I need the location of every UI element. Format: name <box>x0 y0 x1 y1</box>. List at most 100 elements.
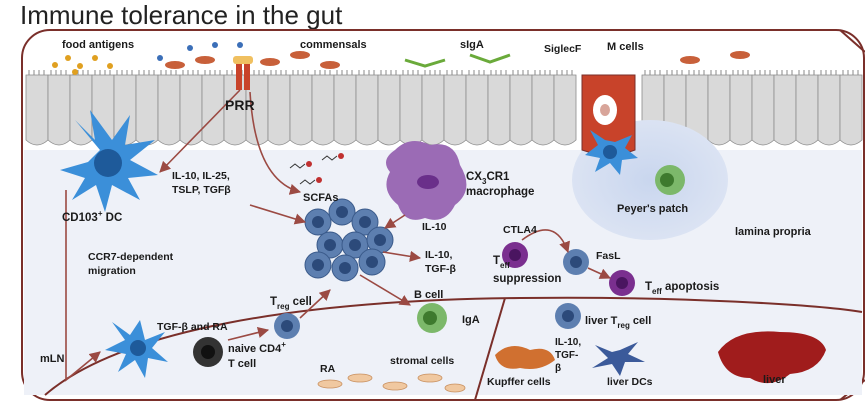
epithelial-cell <box>421 74 445 146</box>
microvilli <box>160 70 177 75</box>
epithelial-cell <box>157 74 181 146</box>
siga-dimers <box>404 53 511 68</box>
epithelial-cell <box>311 74 335 146</box>
label-naive-t-cell: T cell <box>228 358 256 370</box>
liver-dc-cells <box>592 342 645 376</box>
b-cell <box>417 303 447 333</box>
epithelial-cell <box>25 74 49 146</box>
epithelial-cell <box>179 74 203 146</box>
microvilli <box>336 70 353 75</box>
label-cd103-dc-suffix: DC <box>102 212 122 224</box>
label-naive-cd4: naive CD4+ <box>228 340 286 355</box>
microvilli <box>446 70 463 75</box>
microvilli <box>94 70 111 75</box>
treg-nucleus <box>374 234 386 246</box>
microvilli <box>314 70 331 75</box>
microvilli <box>732 70 749 75</box>
label-treg-rest: cell <box>289 296 311 308</box>
label-cytokines-line1: IL-10, IL-25, <box>172 170 230 182</box>
treg-nucleus <box>312 216 324 228</box>
epithelial-cell <box>707 74 731 146</box>
epithelial-cell <box>751 74 775 146</box>
microvilli <box>402 70 419 75</box>
teff-cells <box>502 242 635 296</box>
microvilli <box>842 70 859 75</box>
label-liver-treg-rest: cell <box>630 315 651 327</box>
microvilli <box>116 70 133 75</box>
epithelial-cell <box>443 74 467 146</box>
treg-nucleus <box>324 239 336 251</box>
label-scfas: SCFAs <box>303 192 338 204</box>
microvilli <box>182 70 199 75</box>
commensal-bacteria <box>157 42 750 69</box>
label-mln: mLN <box>40 353 65 365</box>
label-teff-t: T <box>493 255 500 267</box>
label-cytokines-line2: TSLP, TGFβ <box>172 184 231 196</box>
label-treg-t: T <box>270 296 277 308</box>
label-cx3cr1: CX3CR1 <box>466 171 510 186</box>
microvilli <box>534 70 551 75</box>
epithelial-cell <box>377 74 401 146</box>
label-ccr7-line2: migration <box>88 265 136 277</box>
label-food-antigens: food antigens <box>62 39 134 51</box>
epithelial-cell <box>839 74 863 146</box>
epithelial-cell <box>333 74 357 146</box>
treg-nucleus <box>359 216 371 228</box>
label-teff-suppression-1: Teff <box>493 255 510 270</box>
microvilli <box>270 70 287 75</box>
epithelial-cell <box>47 74 71 146</box>
epithelium <box>25 70 863 146</box>
scfa-molecules <box>289 153 344 185</box>
epithelial-cell <box>399 74 423 146</box>
stromal-cells <box>317 373 466 393</box>
mln-treg-cell <box>274 313 300 339</box>
microvilli <box>358 70 375 75</box>
liver-organ <box>718 331 826 384</box>
microvilli <box>688 70 705 75</box>
label-cd103-dc: CD103+ DC <box>62 209 122 224</box>
label-siga: sIgA <box>460 39 484 51</box>
label-il10-tgf-line2: TGF-β <box>425 263 456 275</box>
treg-nucleus <box>312 259 324 271</box>
treg-cluster <box>304 198 394 282</box>
treg-nucleus <box>336 206 348 218</box>
microvilli <box>292 70 309 75</box>
food-antigen-particles <box>52 55 113 75</box>
epithelial-cell <box>773 74 797 146</box>
label-liver-treg-prefix: liver T <box>585 315 618 327</box>
microvilli <box>380 70 397 75</box>
epithelial-cell <box>531 74 555 146</box>
label-liver-treg: liver Treg cell <box>585 315 651 330</box>
label-liver-il10-line1: IL-10, <box>555 337 581 348</box>
label-lamina-propria: lamina propria <box>735 226 812 238</box>
epithelial-cell <box>487 74 511 146</box>
label-cd103-dc-sup: + <box>98 209 103 218</box>
label-teff-suppression-2: suppression <box>493 273 561 285</box>
microvilli <box>556 70 573 75</box>
label-macrophage: macrophage <box>466 186 534 198</box>
microvilli <box>666 70 683 75</box>
page-title: Immune tolerance in the gut <box>20 0 343 30</box>
microvilli <box>424 70 441 75</box>
label-teff-apoptosis: Teff apoptosis <box>645 281 719 296</box>
microvilli <box>50 70 67 75</box>
label-treg-cell: Treg cell <box>270 296 312 311</box>
microvilli <box>28 70 45 75</box>
label-teff-apoptosis-sub: eff <box>652 287 662 296</box>
label-teff-apoptosis-t: T <box>645 281 652 293</box>
epithelial-cell <box>509 74 533 146</box>
peyers-patch-b-cell <box>655 165 685 195</box>
label-b-cell: B cell <box>414 289 443 301</box>
epithelial-cell <box>465 74 489 146</box>
label-ra: RA <box>320 363 336 375</box>
label-fasl: FasL <box>596 250 621 262</box>
kupffer-cells <box>495 346 555 369</box>
microvilli <box>512 70 529 75</box>
label-teff-apoptosis-rest: apoptosis <box>662 281 720 293</box>
prr-receptor <box>233 56 253 90</box>
epithelial-cell <box>135 74 159 146</box>
label-tgf-ra: TGF-β and RA <box>157 321 228 333</box>
label-commensals: commensals <box>300 39 367 51</box>
cd103-dc-cell <box>60 110 158 212</box>
